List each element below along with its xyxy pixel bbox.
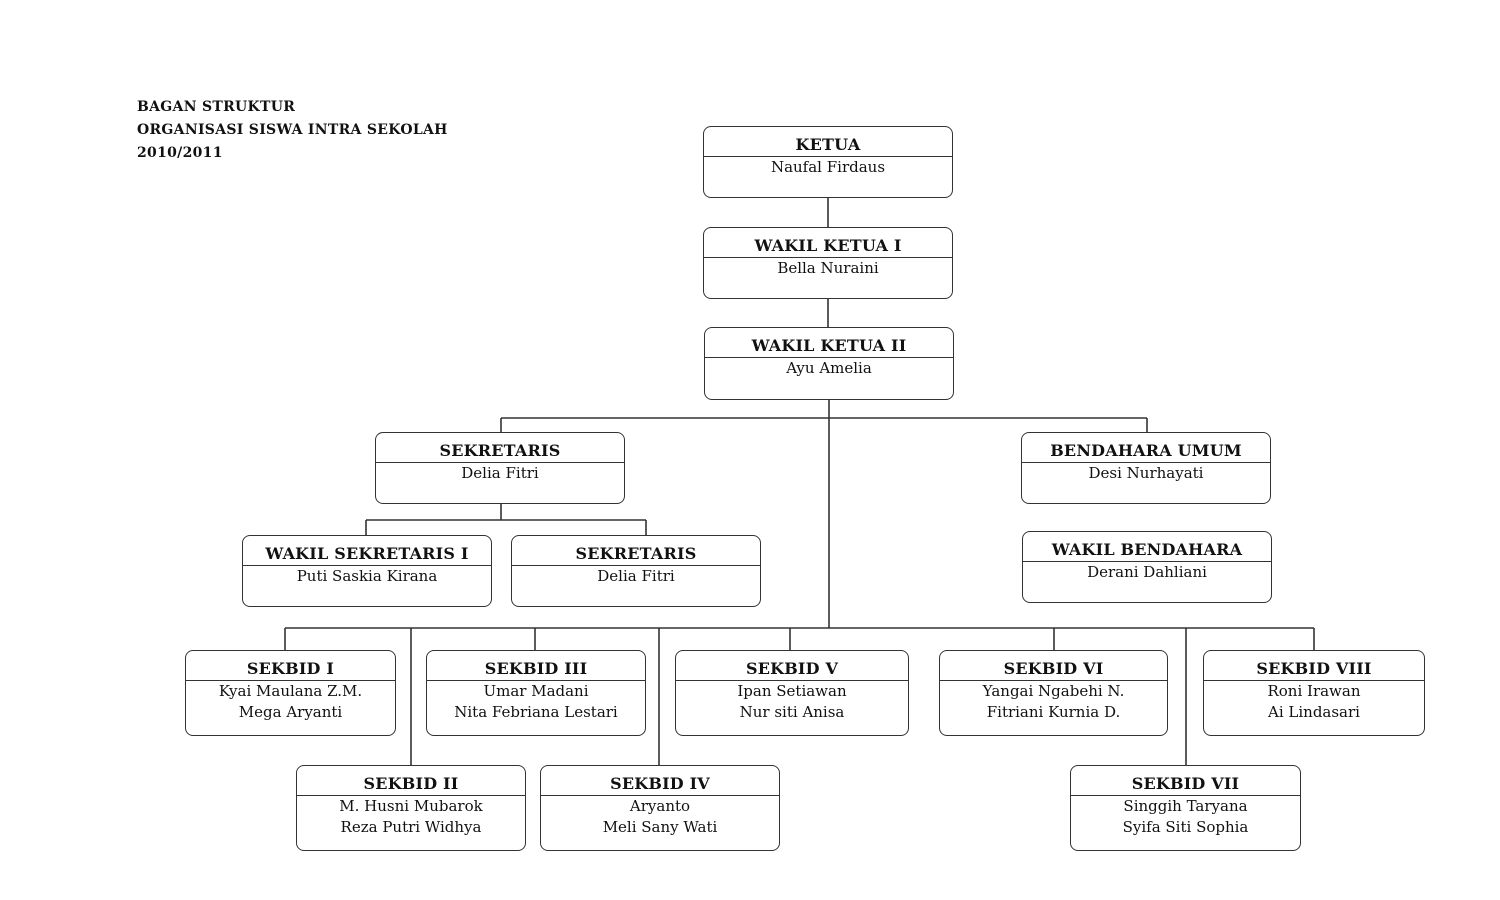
node-name: Delia Fitri (461, 464, 539, 482)
node-role: KETUA (704, 135, 952, 157)
node-name: Reza Putri Widhya (340, 818, 482, 836)
node-sekbid-3: SEKBID III Umar Madani Nita Febriana Les… (426, 650, 646, 736)
node-sekbid-7: SEKBID VII Singgih Taryana Syifa Siti So… (1070, 765, 1301, 851)
node-name: Naufal Firdaus (770, 158, 886, 176)
node-role: SEKRETARIS (376, 441, 624, 463)
node-role: WAKIL BENDAHARA (1023, 540, 1271, 562)
node-role: SEKBID VI (940, 659, 1167, 681)
node-role: WAKIL KETUA I (704, 236, 952, 258)
node-role: SEKBID VII (1071, 774, 1300, 796)
node-wakil-ketua-1: WAKIL KETUA I Bella Nuraini (703, 227, 953, 299)
node-name: Ipan Setiawan (737, 682, 847, 700)
title-line-3: 2010/2011 (137, 145, 223, 161)
node-wakil-bendahara: WAKIL BENDAHARA Derani Dahliani (1022, 531, 1272, 603)
node-name: Ai Lindasari (1268, 703, 1360, 721)
node-sekbid-2: SEKBID II M. Husni Mubarok Reza Putri Wi… (296, 765, 526, 851)
node-name: Nita Febriana Lestari (454, 703, 618, 721)
node-role: BENDAHARA UMUM (1022, 441, 1270, 463)
node-name: Syifa Siti Sophia (1122, 818, 1249, 836)
node-name: Umar Madani (483, 682, 589, 700)
node-sekretaris-2: SEKRETARIS Delia Fitri (511, 535, 761, 607)
node-role: WAKIL SEKRETARIS I (243, 544, 491, 566)
node-name: Delia Fitri (597, 567, 675, 585)
node-name: Meli Sany Wati (602, 818, 718, 836)
node-role: SEKBID II (297, 774, 525, 796)
node-name: Nur siti Anisa (739, 703, 845, 721)
title-line-2: ORGANISASI SISWA INTRA SEKOLAH (137, 122, 448, 138)
node-name: Puti Saskia Kirana (296, 567, 438, 585)
node-name: Roni Irawan (1267, 682, 1361, 700)
node-sekretaris: SEKRETARIS Delia Fitri (375, 432, 625, 504)
node-name: Fitriani Kurnia D. (986, 703, 1121, 721)
node-name: Aryanto (629, 797, 691, 815)
node-role: SEKBID V (676, 659, 908, 681)
node-name: Singgih Taryana (1123, 797, 1248, 815)
node-name: Yangai Ngabehi N. (982, 682, 1125, 700)
node-sekbid-8: SEKBID VIII Roni Irawan Ai Lindasari (1203, 650, 1425, 736)
node-name: Ayu Amelia (786, 359, 872, 377)
node-sekbid-4: SEKBID IV Aryanto Meli Sany Wati (540, 765, 780, 851)
node-role: SEKBID IV (541, 774, 779, 796)
node-bendahara-umum: BENDAHARA UMUM Desi Nurhayati (1021, 432, 1271, 504)
node-wakil-sekretaris-1: WAKIL SEKRETARIS I Puti Saskia Kirana (242, 535, 492, 607)
node-ketua: KETUA Naufal Firdaus (703, 126, 953, 198)
node-role: SEKRETARIS (512, 544, 760, 566)
node-name: Mega Aryanti (238, 703, 343, 721)
node-name: Desi Nurhayati (1088, 464, 1204, 482)
node-role: WAKIL KETUA II (705, 336, 953, 358)
node-name: M. Husni Mubarok (339, 797, 483, 815)
node-sekbid-6: SEKBID VI Yangai Ngabehi N. Fitriani Kur… (939, 650, 1168, 736)
chart-title: BAGAN STRUKTUR ORGANISASI SISWA INTRA SE… (137, 96, 448, 165)
node-name: Kyai Maulana Z.M. (218, 682, 363, 700)
node-role: SEKBID III (427, 659, 645, 681)
node-role: SEKBID I (186, 659, 395, 681)
node-wakil-ketua-2: WAKIL KETUA II Ayu Amelia (704, 327, 954, 400)
node-name: Bella Nuraini (777, 259, 879, 277)
node-role: SEKBID VIII (1204, 659, 1424, 681)
title-line-1: BAGAN STRUKTUR (137, 99, 296, 115)
node-sekbid-1: SEKBID I Kyai Maulana Z.M. Mega Aryanti (185, 650, 396, 736)
node-sekbid-5: SEKBID V Ipan Setiawan Nur siti Anisa (675, 650, 909, 736)
node-name: Derani Dahliani (1087, 563, 1207, 581)
